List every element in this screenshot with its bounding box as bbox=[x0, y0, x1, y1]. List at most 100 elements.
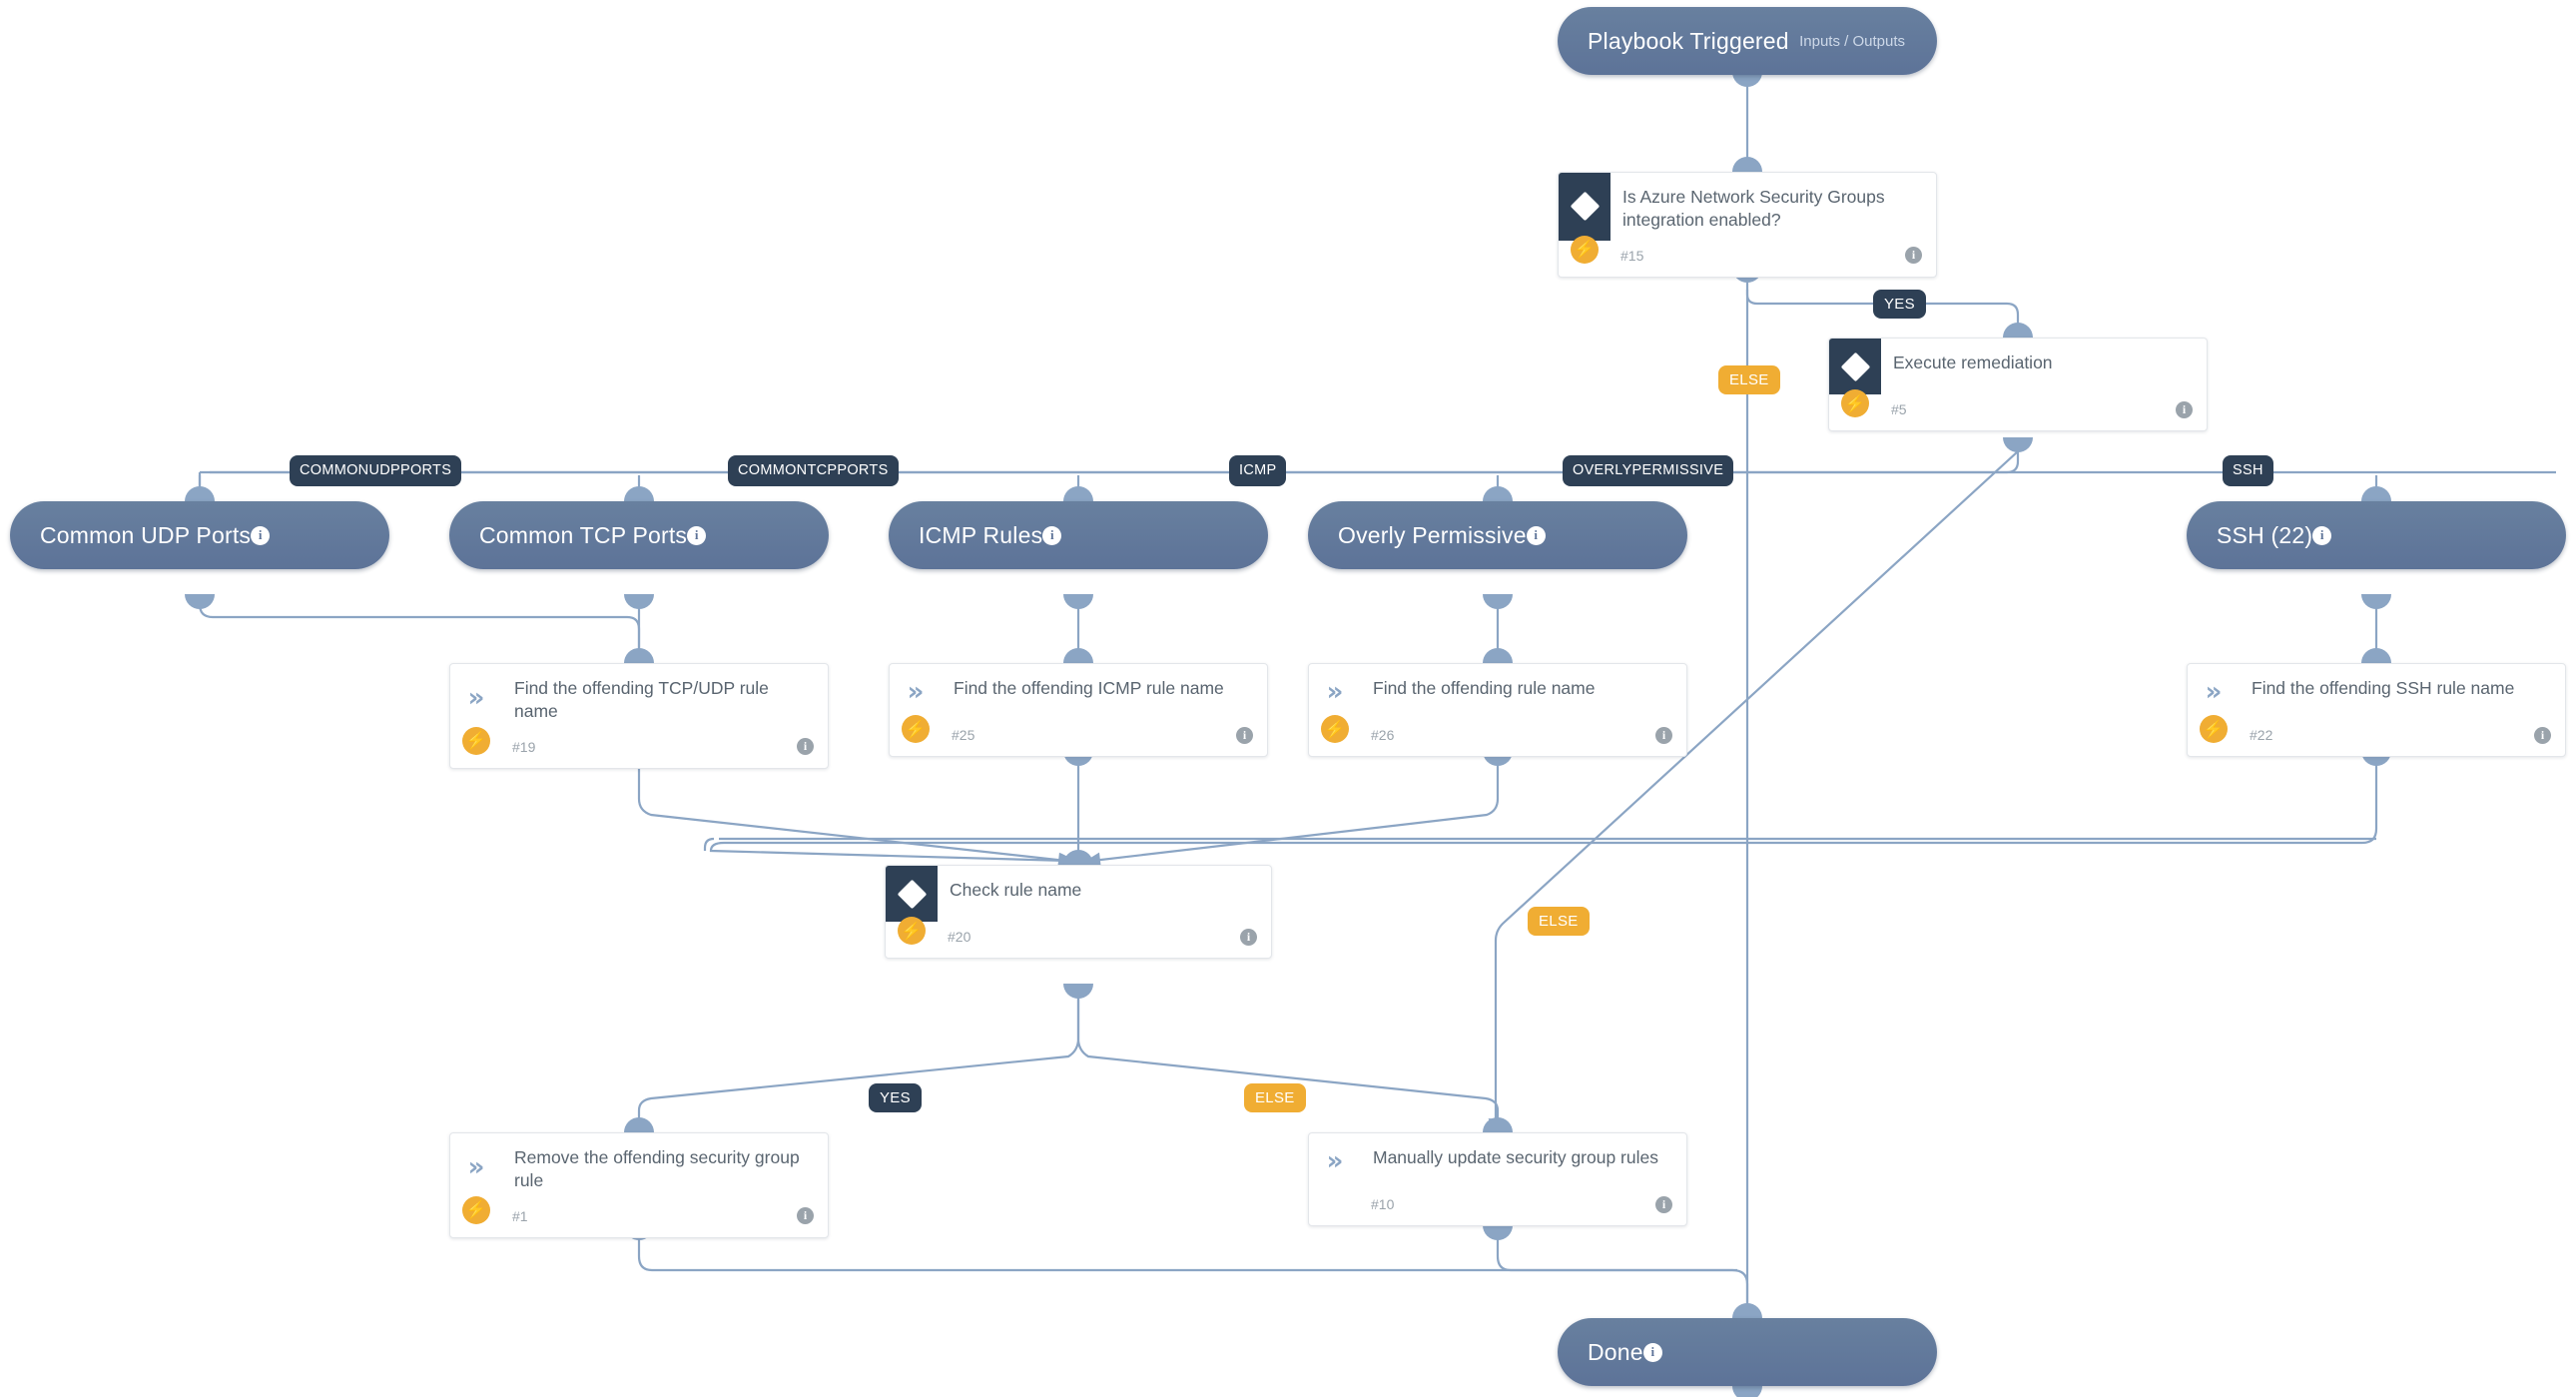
end-pill[interactable]: Done i bbox=[1558, 1318, 1937, 1386]
task-10-title: Manually update security group rules bbox=[1373, 1147, 1658, 1167]
task-26-title: Find the offending rule name bbox=[1373, 678, 1596, 698]
result-pill-udp[interactable]: Common UDP Ports i bbox=[10, 501, 389, 569]
condition-card-20[interactable]: Check rule name ⚡ #20 i bbox=[885, 865, 1272, 959]
chevrons-icon: » bbox=[907, 677, 925, 707]
node-task-22[interactable]: » Find the offending SSH rule name ⚡ #22… bbox=[2187, 663, 2566, 757]
chevrons-icon: » bbox=[1326, 1146, 1344, 1176]
diamond-icon bbox=[1829, 339, 1881, 394]
condition-20-number: #20 bbox=[948, 929, 971, 945]
result-pill-overly-permissive[interactable]: Overly Permissive i bbox=[1308, 501, 1687, 569]
result-overly-permissive-title: Overly Permissive bbox=[1338, 521, 1527, 548]
node-task-10[interactable]: » Manually update security group rules #… bbox=[1308, 1132, 1687, 1226]
lightning-icon: ⚡ bbox=[462, 1195, 490, 1224]
info-icon[interactable]: i bbox=[797, 738, 814, 756]
badge-else-mid: ELSE bbox=[1528, 907, 1590, 936]
lightning-icon: ⚡ bbox=[898, 917, 926, 945]
branch-label-overlypermissive: OVERLYPERMISSIVE bbox=[1563, 455, 1734, 486]
info-icon[interactable]: i bbox=[1240, 928, 1257, 946]
lightning-icon: ⚡ bbox=[1321, 715, 1349, 743]
diamond-icon bbox=[1559, 173, 1610, 241]
node-common-udp-ports[interactable]: Common UDP Ports i bbox=[10, 501, 389, 569]
info-icon[interactable]: i bbox=[797, 1207, 814, 1225]
badge-yes-top: YES bbox=[1873, 290, 1926, 319]
lightning-icon: ⚡ bbox=[2200, 715, 2228, 743]
info-icon[interactable]: i bbox=[1236, 726, 1253, 744]
diamond-icon bbox=[886, 866, 938, 922]
result-udp-title: Common UDP Ports bbox=[40, 521, 252, 548]
node-task-19[interactable]: » Find the offending TCP/UDP rule name ⚡… bbox=[449, 663, 829, 769]
result-ssh-title: SSH (22) bbox=[2217, 521, 2313, 548]
branch-label-commontcpports: COMMONTCPPORTS bbox=[728, 455, 899, 486]
chevrons-icon: » bbox=[467, 682, 485, 713]
info-icon[interactable]: i bbox=[1905, 247, 1922, 265]
condition-card-15[interactable]: Is Azure Network Security Groups integra… bbox=[1558, 172, 1937, 278]
chevrons-icon: » bbox=[2205, 677, 2223, 707]
badge-yes-bottom: YES bbox=[869, 1083, 922, 1112]
node-common-tcp-ports[interactable]: Common TCP Ports i bbox=[449, 501, 829, 569]
chevrons-icon: » bbox=[1326, 677, 1344, 707]
start-title: Playbook Triggered bbox=[1588, 27, 1789, 54]
task-10-number: #10 bbox=[1371, 1196, 1395, 1212]
condition-5-title: Execute remediation bbox=[1893, 352, 2053, 372]
badge-else-top: ELSE bbox=[1718, 365, 1780, 394]
task-card-19[interactable]: » Find the offending TCP/UDP rule name ⚡… bbox=[449, 663, 829, 769]
info-icon[interactable]: i bbox=[2176, 400, 2193, 418]
start-pill[interactable]: Playbook Triggered Inputs / Outputs bbox=[1558, 7, 1937, 75]
result-pill-tcp[interactable]: Common TCP Ports i bbox=[449, 501, 829, 569]
chevrons-icon: » bbox=[467, 1151, 485, 1182]
info-icon[interactable]: i bbox=[1642, 1342, 1662, 1362]
branch-label-icmp: ICMP bbox=[1229, 455, 1287, 486]
lightning-icon: ⚡ bbox=[1571, 235, 1599, 264]
branch-label-ssh: SSH bbox=[2223, 455, 2273, 486]
task-22-title: Find the offending SSH rule name bbox=[2252, 678, 2515, 698]
info-icon[interactable]: i bbox=[2534, 726, 2551, 744]
condition-card-5[interactable]: Execute remediation ⚡ #5 i bbox=[1828, 338, 2208, 431]
result-tcp-title: Common TCP Ports bbox=[479, 521, 688, 548]
task-card-1[interactable]: » Remove the offending security group ru… bbox=[449, 1132, 829, 1238]
node-done[interactable]: Done i bbox=[1558, 1318, 1937, 1386]
end-title: Done bbox=[1588, 1338, 1643, 1365]
task-card-22[interactable]: » Find the offending SSH rule name ⚡ #22… bbox=[2187, 663, 2566, 757]
result-pill-ssh[interactable]: SSH (22) i bbox=[2187, 501, 2566, 569]
condition-15-title: Is Azure Network Security Groups integra… bbox=[1622, 187, 1885, 231]
lightning-icon: ⚡ bbox=[902, 715, 930, 743]
info-icon[interactable]: i bbox=[1655, 1195, 1672, 1213]
task-1-number: #1 bbox=[512, 1207, 528, 1224]
branch-label-commonudpports: COMMONUDPPORTS bbox=[290, 455, 462, 486]
info-icon[interactable]: i bbox=[1526, 525, 1546, 545]
inputs-outputs-label: Inputs / Outputs bbox=[1799, 32, 1905, 50]
task-19-number: #19 bbox=[512, 738, 536, 755]
node-icmp-rules[interactable]: ICMP Rules i bbox=[889, 501, 1268, 569]
task-1-title: Remove the offending security group rule bbox=[514, 1147, 800, 1191]
info-icon[interactable]: i bbox=[251, 525, 271, 545]
lightning-icon: ⚡ bbox=[1841, 389, 1869, 417]
condition-20-title: Check rule name bbox=[950, 880, 1082, 900]
badge-else-bottom: ELSE bbox=[1244, 1083, 1306, 1112]
info-icon[interactable]: i bbox=[1655, 726, 1672, 744]
info-icon[interactable]: i bbox=[2312, 525, 2332, 545]
result-icmp-title: ICMP Rules bbox=[919, 521, 1043, 548]
condition-15-number: #15 bbox=[1620, 247, 1644, 264]
task-card-26[interactable]: » Find the offending rule name ⚡ #26 i bbox=[1308, 663, 1687, 757]
node-playbook-triggered[interactable]: Playbook Triggered Inputs / Outputs bbox=[1558, 7, 1937, 75]
node-ssh-22[interactable]: SSH (22) i bbox=[2187, 501, 2566, 569]
task-card-10[interactable]: » Manually update security group rules #… bbox=[1308, 1132, 1687, 1226]
node-condition-20[interactable]: Check rule name ⚡ #20 i bbox=[885, 865, 1272, 959]
info-icon[interactable]: i bbox=[1042, 525, 1062, 545]
result-pill-icmp[interactable]: ICMP Rules i bbox=[889, 501, 1268, 569]
lightning-icon: ⚡ bbox=[462, 726, 490, 755]
condition-5-number: #5 bbox=[1891, 401, 1907, 417]
task-22-number: #22 bbox=[2250, 727, 2273, 743]
node-task-25[interactable]: » Find the offending ICMP rule name ⚡ #2… bbox=[889, 663, 1268, 757]
node-condition-15[interactable]: Is Azure Network Security Groups integra… bbox=[1558, 172, 1937, 278]
node-task-1[interactable]: » Remove the offending security group ru… bbox=[449, 1132, 829, 1238]
task-card-25[interactable]: » Find the offending ICMP rule name ⚡ #2… bbox=[889, 663, 1268, 757]
node-task-26[interactable]: » Find the offending rule name ⚡ #26 i bbox=[1308, 663, 1687, 757]
task-25-title: Find the offending ICMP rule name bbox=[954, 678, 1224, 698]
node-overly-permissive[interactable]: Overly Permissive i bbox=[1308, 501, 1687, 569]
info-icon[interactable]: i bbox=[687, 525, 707, 545]
node-condition-5[interactable]: Execute remediation ⚡ #5 i bbox=[1828, 338, 2208, 431]
task-26-number: #26 bbox=[1371, 727, 1395, 743]
task-25-number: #25 bbox=[952, 727, 975, 743]
